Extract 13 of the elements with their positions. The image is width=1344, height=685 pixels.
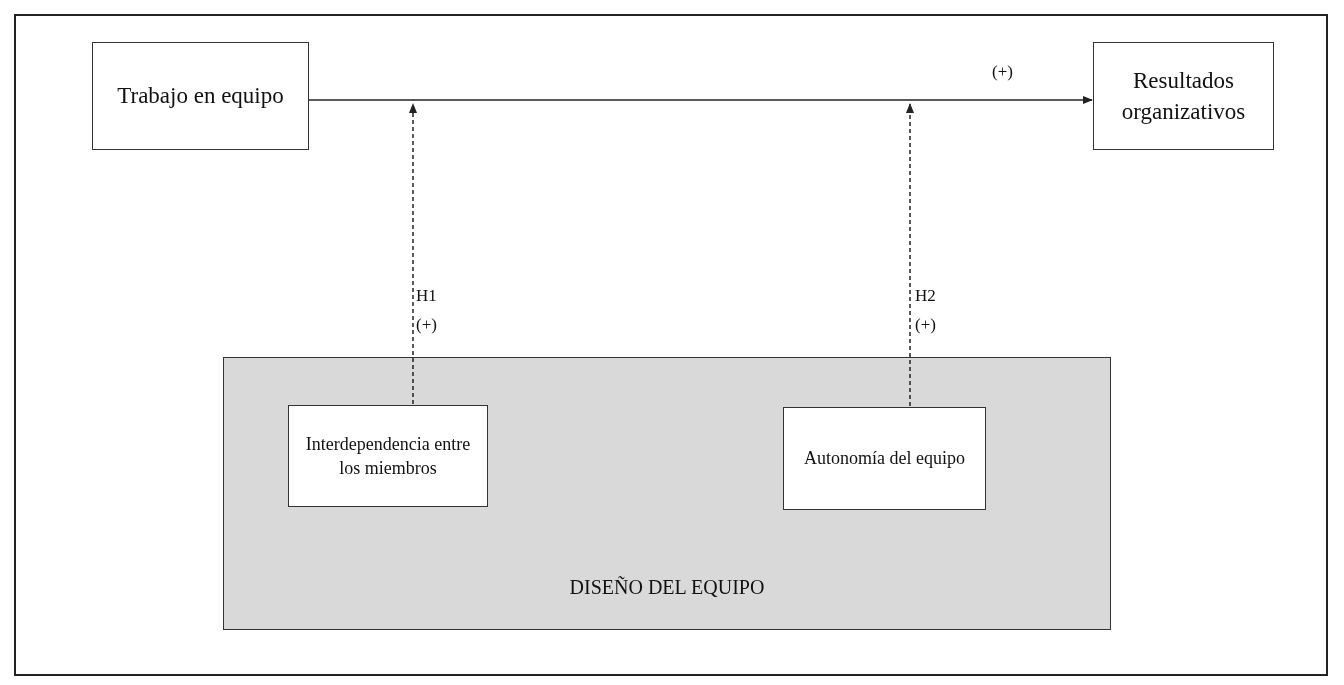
arrow — [308, 96, 1093, 104]
box-label: Trabajo en equipo — [117, 82, 284, 111]
concept-box — [92, 42, 309, 150]
box-label: Resultados organizativos — [1120, 66, 1247, 126]
concept-box — [288, 405, 488, 507]
box-label: Interdependencia entre los miembros — [304, 432, 472, 480]
arrow — [906, 103, 914, 407]
panel-title: DISEÑO DEL EQUIPO — [569, 575, 765, 600]
concept-box — [783, 407, 986, 510]
group-panel — [223, 357, 1111, 630]
box-label: Autonomía del equipo — [804, 447, 965, 471]
arrow — [409, 103, 417, 405]
concept-box — [1093, 42, 1274, 150]
